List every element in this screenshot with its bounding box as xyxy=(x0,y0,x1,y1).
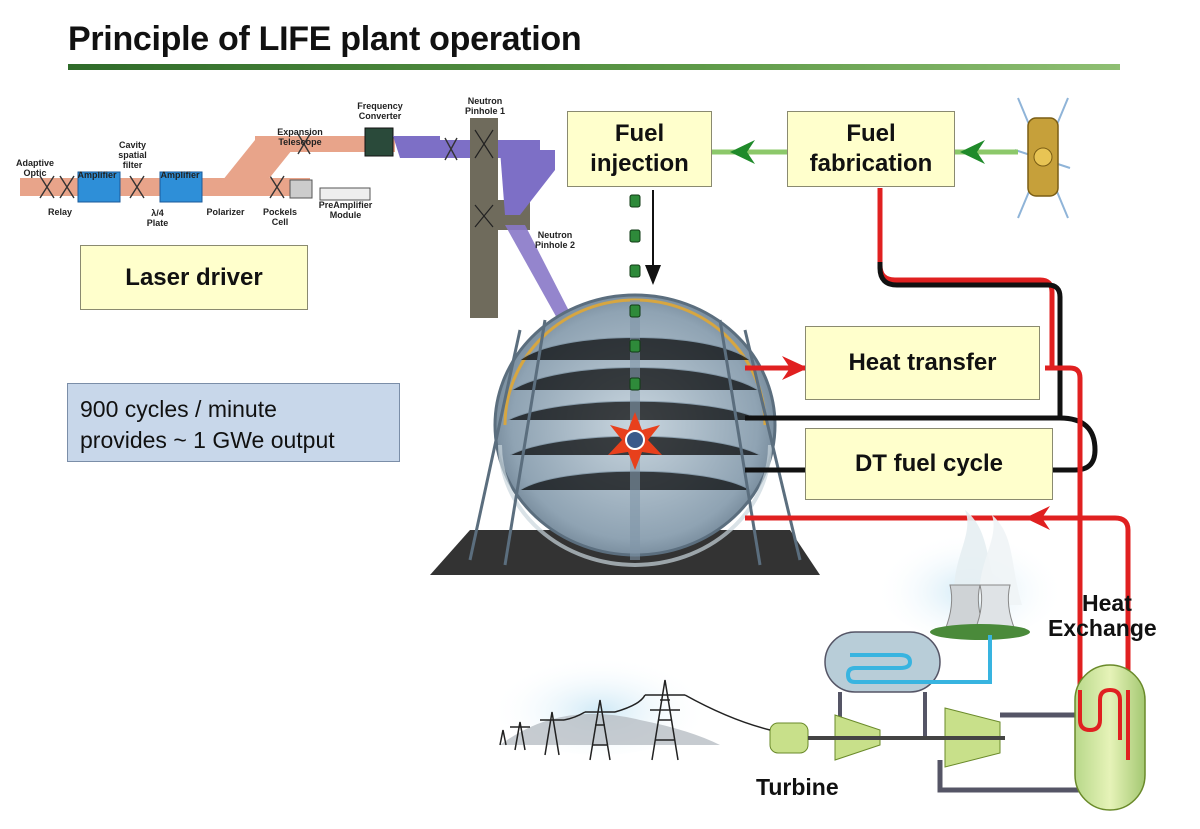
label-amplifier-1: Amplifier xyxy=(77,170,117,180)
exchange-label: Exchange xyxy=(1048,615,1157,641)
label-relay: Relay xyxy=(47,207,73,217)
cycle-note-line-1: 900 cycles / minute xyxy=(80,396,277,422)
heat-exchanger xyxy=(1074,664,1146,811)
label-polarizer: Polarizer xyxy=(206,207,245,217)
optics-1 xyxy=(39,175,285,199)
dt-fuel-cycle-box: DT fuel cycle xyxy=(805,428,1053,500)
heat-label: Heat xyxy=(1082,590,1132,616)
amplifier-block-2 xyxy=(159,171,203,203)
generator xyxy=(769,722,809,754)
laser-driver-box: Laser driver xyxy=(80,245,308,310)
preamplifier-module xyxy=(319,187,371,201)
cycle-note-line-2: provides ~ 1 GWe output xyxy=(80,427,335,453)
label-frequency-converter: Frequency Converter xyxy=(357,101,403,121)
pipes xyxy=(745,188,1131,690)
title-rule xyxy=(68,64,1120,70)
cycle-note: 900 cycles / minute provides ~ 1 GWe out… xyxy=(67,383,400,462)
label-neutron-pinhole-1: Neutron Pinhole 1 xyxy=(464,96,505,116)
cooling-towers xyxy=(875,510,1065,640)
turbine-label: Turbine xyxy=(756,774,839,800)
label-expansion-telescope: Expansion Telescope xyxy=(277,127,323,147)
condenser xyxy=(824,631,941,693)
label-preamplifier: PreAmplifier Module xyxy=(318,200,373,220)
target-capsule xyxy=(1014,97,1071,219)
beam-line-upper xyxy=(255,136,395,152)
amplifier-block-1 xyxy=(77,171,121,203)
fuel-injection-box: Fuel injection xyxy=(567,111,712,187)
fuel-flow-arrows xyxy=(712,140,1018,164)
fuel-fabrication-box: Fuel fabrication xyxy=(787,111,955,187)
fusion-chamber xyxy=(430,293,820,575)
frequency-converter xyxy=(364,127,394,157)
beam-converted xyxy=(393,136,440,158)
pockels-cell xyxy=(289,179,313,199)
page-title: Principle of LIFE plant operation xyxy=(68,20,582,58)
beam-turn xyxy=(210,140,300,196)
label-pockels-cell: Pockels Cell xyxy=(262,207,298,227)
label-neutron-pinhole-2: Neutron Pinhole 2 xyxy=(534,230,575,250)
label-amplifier-2: Amplifier xyxy=(160,170,200,180)
label-plate: λ/4 Plate xyxy=(146,208,169,228)
fuel-pellets xyxy=(629,190,661,391)
power-lines xyxy=(490,645,771,761)
label-adaptive-optic: Adaptive Optic xyxy=(15,158,54,178)
turbine-system xyxy=(769,631,1115,793)
label-cavity-filter: Cavity spatial filter xyxy=(118,140,147,170)
heat-transfer-box: Heat transfer xyxy=(805,326,1040,400)
